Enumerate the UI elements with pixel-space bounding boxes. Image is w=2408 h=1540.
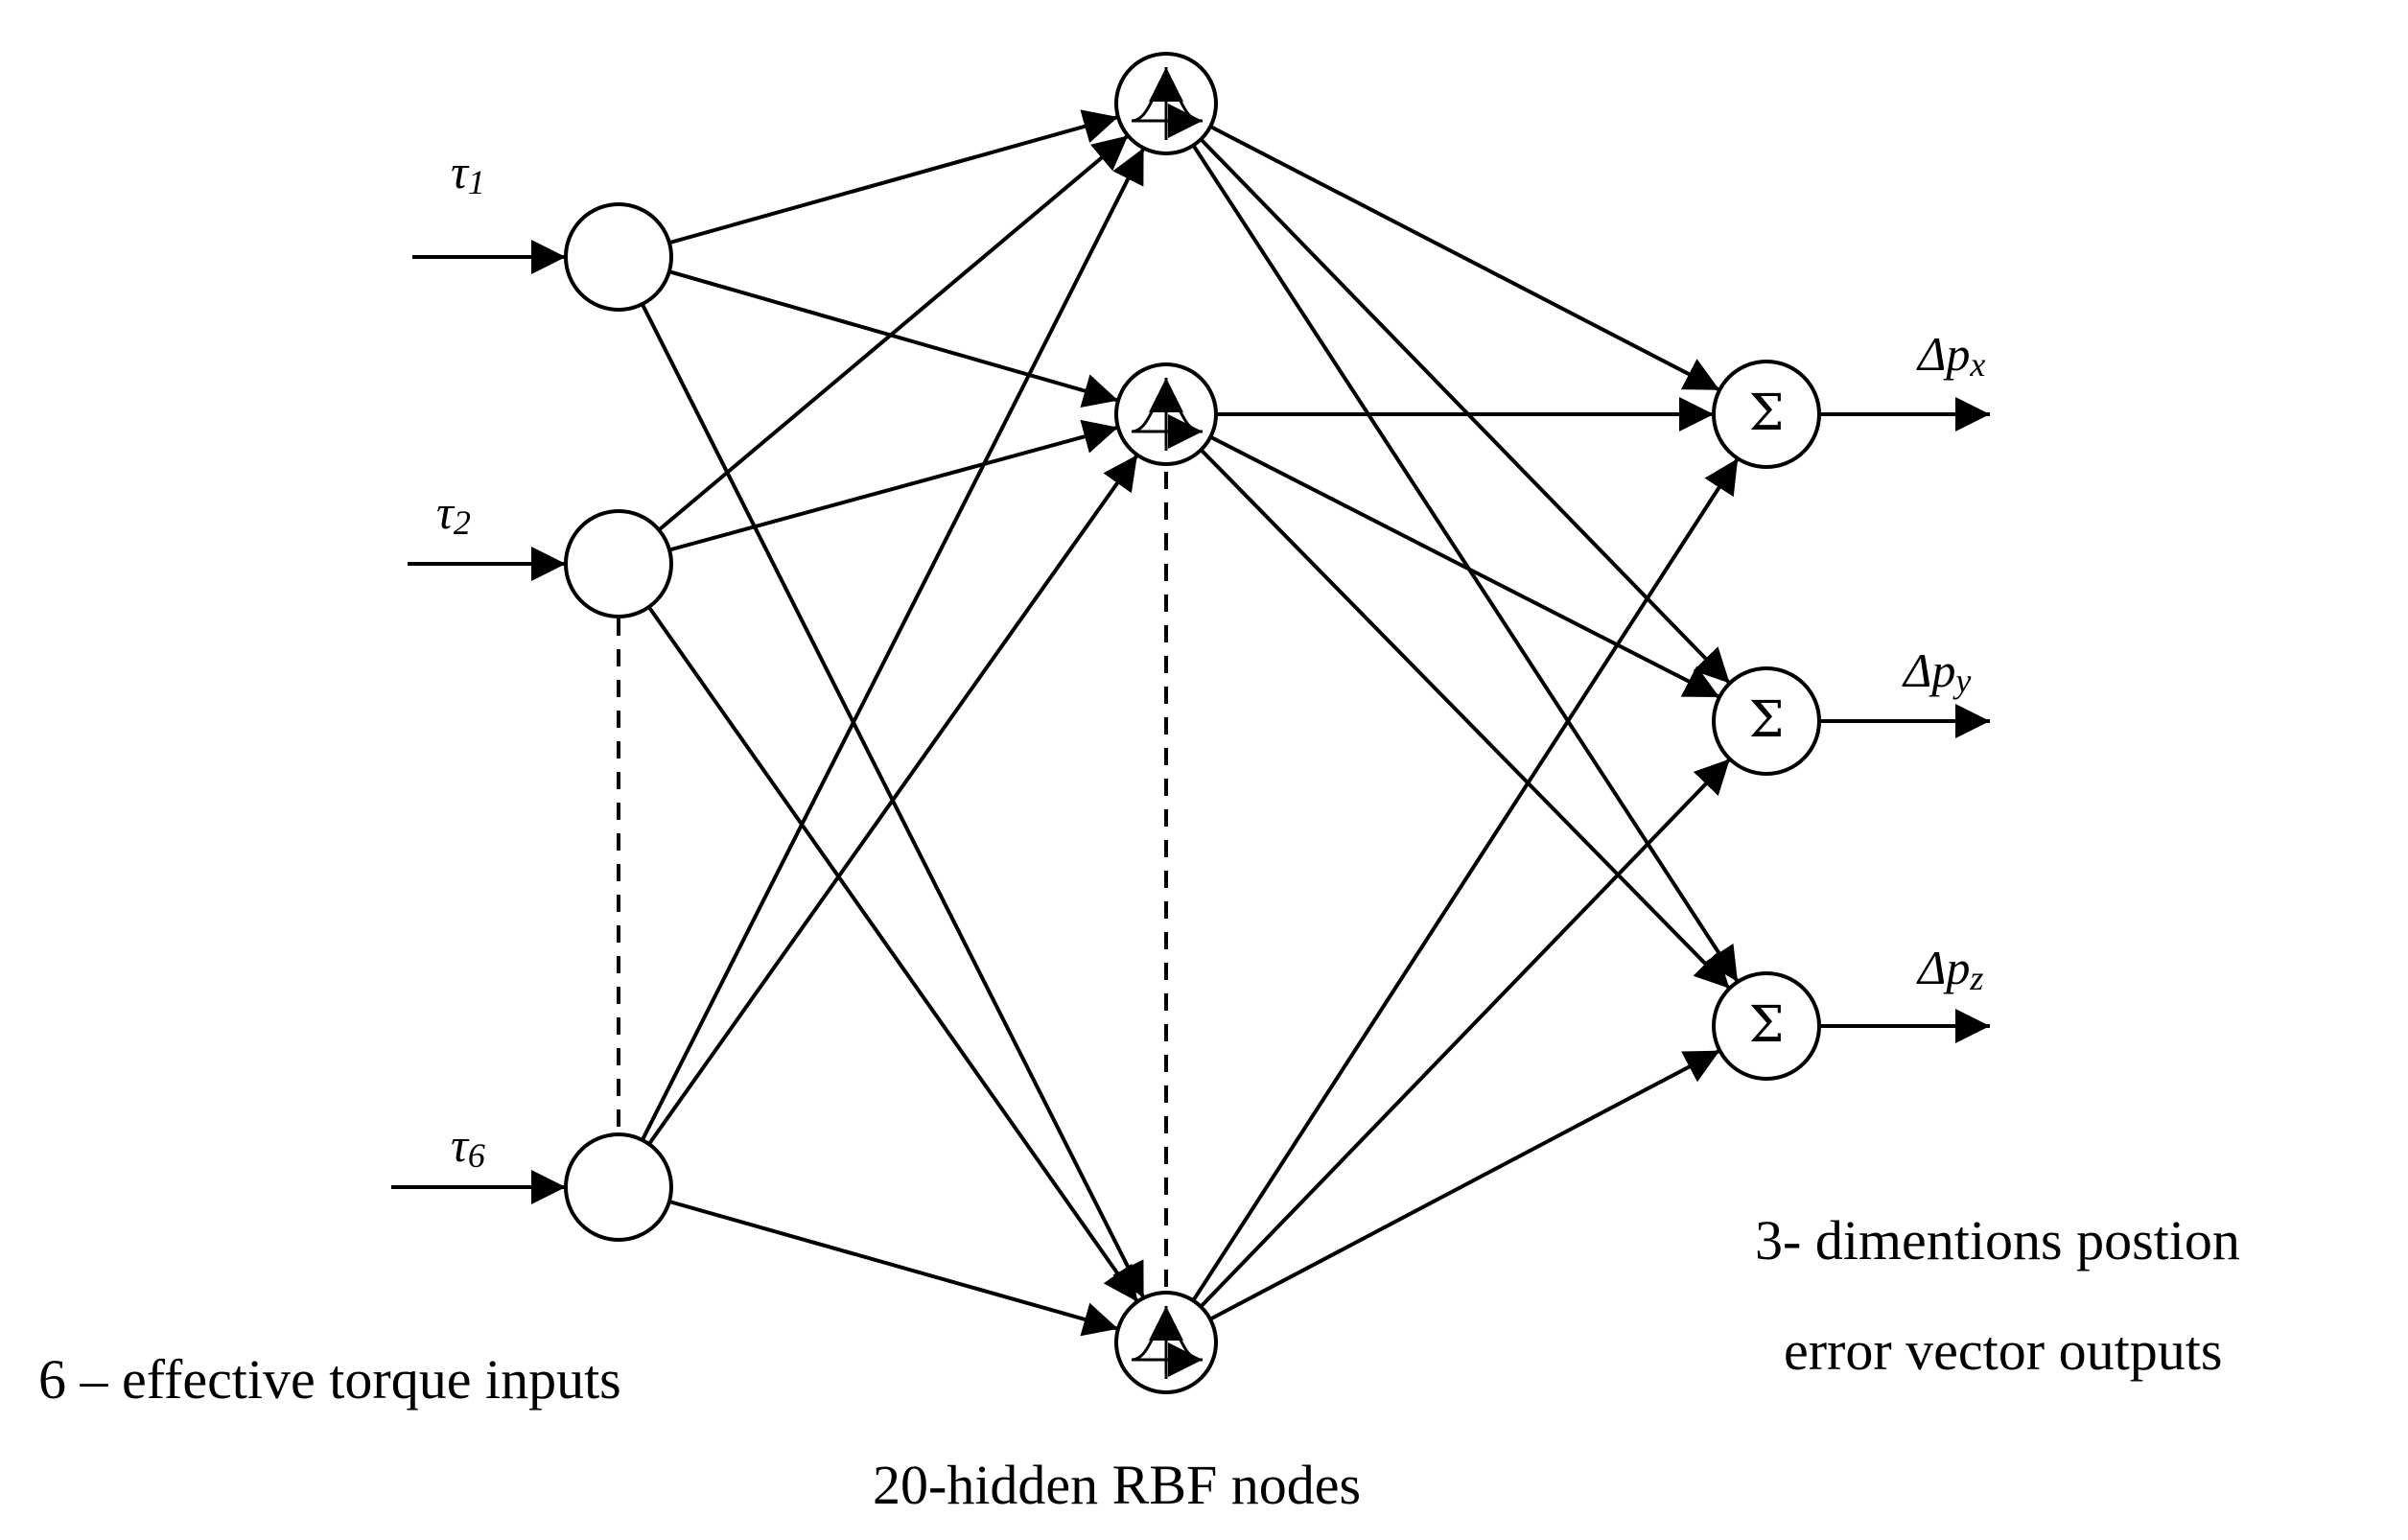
output-layer-caption-line1: 3- dimentions postion (1755, 1209, 2240, 1272)
output-label-delta-px: Δpx (1918, 326, 1986, 384)
input-to-hidden-connection (668, 269, 1119, 408)
input-node (564, 202, 673, 312)
input-symbol: τ (436, 485, 454, 539)
output-symbol: Δp (1918, 327, 1971, 381)
input-layer-caption: 6 – effective torque inputs (38, 1348, 621, 1411)
output-subscript: x (1970, 345, 1986, 384)
output-subscript: y (1955, 662, 1972, 700)
output-sum-node (1712, 971, 1821, 1081)
input-node (564, 509, 673, 618)
input-symbol: τ (451, 1118, 468, 1172)
hidden-to-output-connection (1199, 137, 1732, 685)
input-label-tau-1: τ1 (451, 144, 485, 201)
output-symbol: Δp (1918, 941, 1971, 994)
hidden-to-output-connection (1191, 457, 1740, 1302)
output-symbol: Δp (1904, 643, 1956, 697)
hidden-to-output-connection (1209, 434, 1720, 699)
hidden-to-output-connection (1209, 1048, 1721, 1321)
hidden-to-output-connection (1209, 125, 1721, 392)
input-to-hidden-connection (647, 605, 1139, 1303)
input-to-hidden-connection (657, 133, 1130, 532)
input-node (564, 1132, 673, 1242)
input-to-hidden-connection (641, 147, 1146, 1141)
output-layer-caption-line2: error vector outputs (1784, 1319, 2223, 1382)
input-subscript: 2 (453, 503, 471, 542)
hidden-to-output-connection (1191, 144, 1740, 983)
connection-lines (391, 109, 1990, 1337)
output-label-delta-py: Δpy (1904, 642, 1972, 700)
network-nodes (564, 52, 1821, 1394)
input-subscript: 6 (467, 1136, 485, 1175)
sigma-sum-icon: Σ (1748, 691, 1785, 749)
input-label-tau-6: τ6 (451, 1117, 485, 1175)
input-label-tau-2: τ2 (436, 484, 471, 542)
hidden-layer-caption: 20-hidden RBF nodes (873, 1454, 1362, 1516)
output-subscript: z (1970, 959, 1984, 997)
output-label-delta-pz: Δpz (1918, 940, 1984, 997)
input-to-hidden-connection (668, 419, 1119, 552)
input-to-hidden-connection (647, 454, 1139, 1146)
input-to-hidden-connection (668, 109, 1119, 245)
input-to-hidden-connection (668, 1200, 1119, 1337)
output-sum-node (1712, 666, 1821, 776)
hidden-to-output-connection (1199, 758, 1732, 1308)
output-sum-node (1712, 360, 1821, 469)
hidden-to-output-connection (1199, 448, 1731, 991)
sigma-sum-icon: Σ (1748, 996, 1785, 1054)
input-symbol: τ (451, 145, 468, 198)
input-subscript: 1 (467, 163, 485, 201)
sigma-sum-icon: Σ (1748, 385, 1785, 442)
